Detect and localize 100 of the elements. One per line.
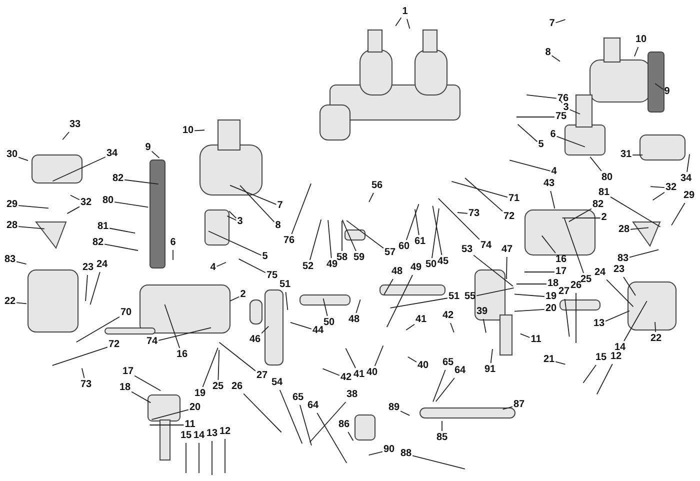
leader-line: [368, 451, 383, 456]
callout-number: 9: [145, 142, 151, 154]
leader-line: [90, 272, 100, 306]
callout-number: 9: [664, 86, 670, 98]
callout-number: 40: [366, 367, 378, 379]
leader-line: [473, 254, 514, 287]
callout-number: 20: [189, 402, 201, 414]
callout-number: 73: [468, 208, 480, 220]
leader-line: [514, 294, 545, 297]
callout-number: 1: [402, 6, 408, 18]
callout-number: 32: [80, 197, 92, 209]
leader-line: [390, 298, 448, 308]
leader-line: [16, 261, 27, 265]
leader-line: [514, 308, 545, 312]
leader-line: [560, 100, 563, 104]
leader-line: [348, 432, 354, 442]
leader-line: [309, 402, 346, 443]
leader-line: [66, 206, 80, 214]
callout-number: 88: [400, 448, 412, 460]
leader-line: [172, 250, 174, 260]
callout-number: 81: [97, 221, 109, 233]
callout-number: 3: [237, 216, 243, 228]
callout-number: 7: [277, 200, 283, 212]
leader-line: [243, 393, 282, 433]
callout-number: 6: [170, 237, 176, 249]
callout-number: 56: [371, 180, 383, 192]
callout-number: 27: [558, 286, 570, 298]
callout-number: 19: [194, 388, 206, 400]
leader-line: [652, 192, 665, 201]
leader-line: [564, 298, 570, 338]
callout-number: 90: [383, 444, 395, 456]
leader-line: [285, 292, 288, 310]
callout-number: 82: [592, 199, 604, 211]
leader-line: [224, 438, 226, 474]
leader-line: [630, 227, 649, 230]
leader-line: [502, 406, 513, 410]
callout-number: 57: [384, 247, 396, 259]
leader-line: [476, 288, 514, 296]
leader-line: [151, 150, 160, 158]
leader-line: [374, 345, 384, 366]
callout-number: 70: [120, 307, 132, 319]
leader-line: [194, 130, 205, 132]
leader-line: [322, 368, 340, 376]
callout-number: 25: [580, 274, 592, 286]
callout-number: 42: [442, 310, 454, 322]
leader-line: [406, 324, 415, 330]
callout-number: 65: [442, 357, 454, 369]
callout-number: 24: [96, 259, 108, 271]
callout-number: 30: [6, 149, 18, 161]
callout-number: 11: [530, 334, 542, 346]
leader-line: [18, 226, 45, 230]
leader-line: [556, 136, 586, 148]
leader-line: [109, 228, 136, 234]
leader-line: [555, 361, 566, 365]
callout-number: 4: [210, 262, 216, 274]
leader-line: [52, 156, 106, 182]
leader-line: [342, 219, 356, 252]
callout-number: 21: [543, 354, 555, 366]
leader-line: [198, 442, 200, 474]
callout-number: 82: [112, 173, 124, 185]
callout-number: 6: [550, 129, 556, 141]
leader-line: [610, 196, 661, 228]
leader-line: [438, 198, 480, 240]
callout-number: 10: [635, 34, 647, 46]
callout-number: 59: [353, 252, 365, 264]
leader-line: [134, 375, 162, 392]
leader-line: [395, 17, 402, 26]
callout-number: 34: [106, 148, 118, 160]
leader-line: [131, 391, 152, 404]
leader-line: [606, 279, 634, 308]
leader-line: [228, 210, 237, 219]
leader-line: [230, 184, 277, 205]
leader-line: [457, 212, 468, 214]
leader-line: [151, 409, 189, 420]
leader-line: [555, 19, 566, 24]
leader-line: [623, 276, 636, 296]
callout-number: 10: [182, 125, 194, 137]
leader-line: [81, 368, 85, 378]
callout-number: 8: [545, 47, 551, 59]
leader-line: [551, 55, 560, 62]
callout-number: 51: [448, 291, 460, 303]
callout-number: 53: [461, 244, 473, 256]
callout-number: 75: [555, 111, 567, 123]
leader-line: [654, 322, 656, 332]
callout-number: 19: [545, 291, 557, 303]
leader-line: [202, 347, 218, 388]
callout-number: 18: [119, 382, 131, 394]
callout-number: 41: [415, 314, 427, 326]
leader-line: [158, 327, 212, 341]
callout-number: 47: [501, 244, 513, 256]
leader-line: [218, 342, 256, 372]
callout-number: 82: [92, 237, 104, 249]
leader-line: [62, 132, 70, 140]
callout-number: 23: [82, 262, 94, 274]
callout-number: 23: [613, 264, 625, 276]
leader-line: [346, 220, 384, 249]
leader-line: [517, 124, 538, 142]
leader-line: [114, 202, 149, 208]
leader-line: [384, 278, 394, 296]
callout-number: 87: [513, 399, 525, 411]
